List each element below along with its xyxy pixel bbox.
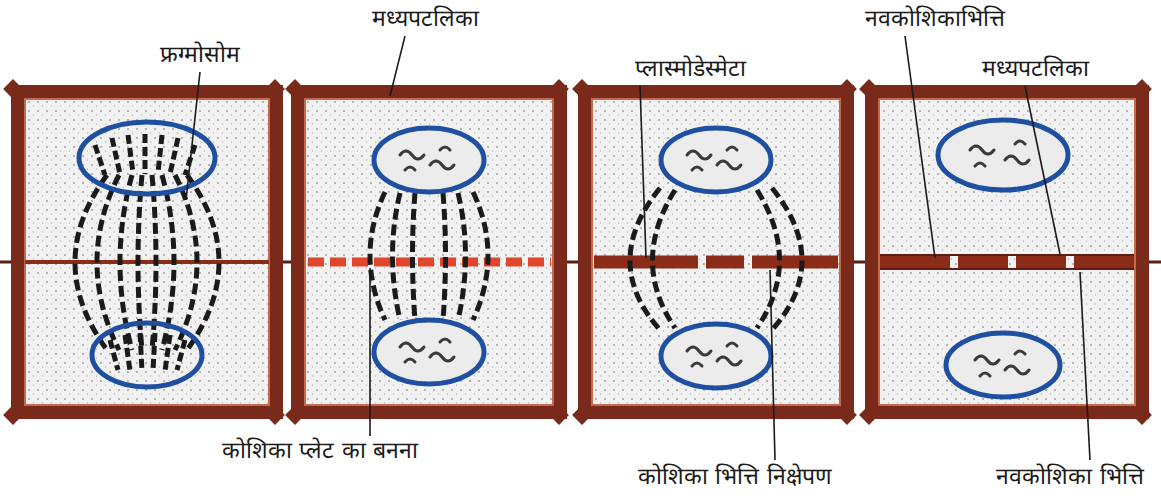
part-label: कोशिका भित्ति निक्षेपण <box>635 462 835 491</box>
part-label: नवकोशिका भित्ति <box>993 462 1146 491</box>
part-label: मध्यपटलिका <box>979 54 1092 83</box>
part-label: मध्यपटलिका <box>369 4 482 33</box>
part-label: फ्रग्मोसोम <box>157 40 243 69</box>
part-label: प्लास्मोडेस्मेटा <box>632 54 749 83</box>
part-label: नवकोशिकाभित्ति <box>862 4 1008 33</box>
part-label: कोशिका प्लेट का बनना <box>219 436 421 465</box>
